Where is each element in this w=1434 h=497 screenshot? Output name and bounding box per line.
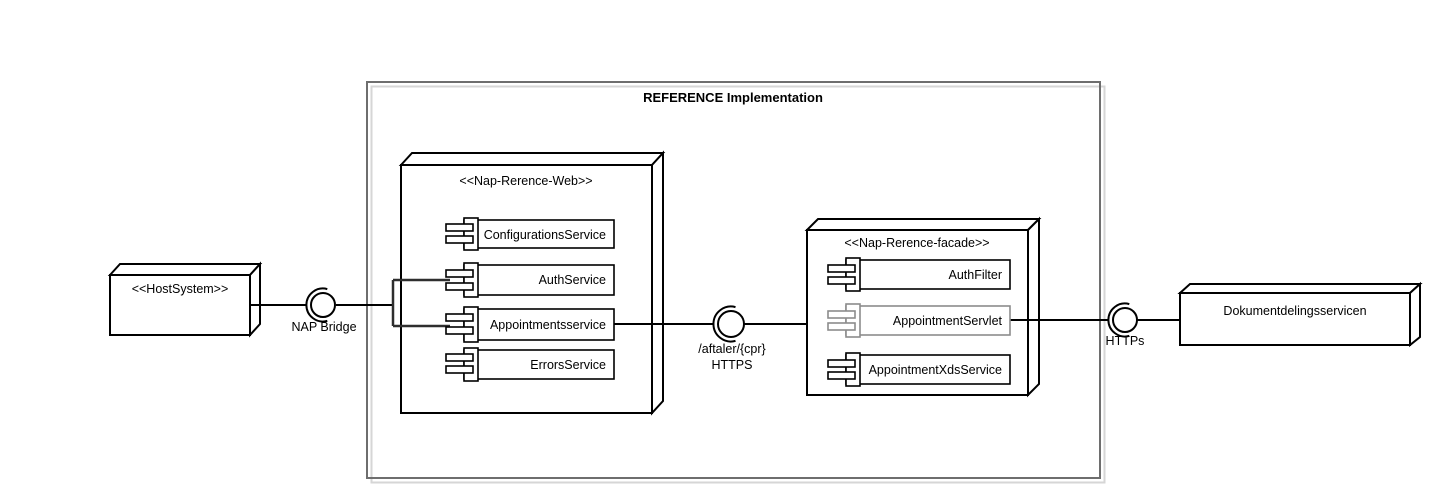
component-icon-tab	[445, 269, 474, 278]
connector-wires	[250, 278, 1180, 328]
component-icon-tab	[827, 276, 856, 285]
reference-frame-title: REFERENCE Implementation	[643, 90, 823, 105]
component-icon	[463, 217, 479, 251]
interface-nap-bridge-label: NAP Bridge	[291, 320, 356, 334]
socket-arc-icon	[1107, 302, 1130, 338]
component-icon-tab	[827, 310, 856, 319]
component-box	[845, 305, 1011, 336]
component-appointmentservlet: AppointmentServlet	[827, 303, 1011, 338]
node-side-face	[1027, 216, 1040, 398]
node-dokumentdelingsservicen: Dokumentdelingsservicen	[1177, 281, 1423, 348]
component-icon-tab	[445, 313, 474, 322]
ball-icon	[717, 310, 745, 338]
component-icon	[463, 306, 479, 343]
component-icon-tab	[445, 326, 474, 335]
node-front-face	[1179, 292, 1411, 346]
component-icon	[463, 262, 479, 298]
interface-https-label: HTTPs	[1106, 334, 1145, 348]
component-errorsservice: ErrorsService	[445, 347, 615, 382]
component-label: ConfigurationsService	[484, 228, 606, 242]
component-configurationsservice: ConfigurationsService	[445, 217, 615, 251]
ball-icon	[1112, 307, 1138, 333]
node-nap-rerence-web-label: <<Nap-Rerence-Web>>	[459, 174, 592, 188]
component-box	[463, 219, 615, 249]
reference-frame-dark-border	[366, 81, 1101, 479]
component-appointmentxdsservice: AppointmentXdsService	[827, 352, 1011, 387]
component-label: Appointmentsservice	[490, 318, 606, 332]
component-box	[845, 259, 1011, 290]
component-authservice: AuthService	[445, 262, 615, 298]
node-side-face	[651, 150, 664, 416]
component-icon-tab	[827, 371, 856, 380]
component-icon	[463, 347, 479, 382]
socket-arc-icon	[712, 305, 736, 343]
node-nap-rerence-facade-label: <<Nap-Rerence-facade>>	[844, 236, 989, 250]
component-icon-tab	[827, 359, 856, 368]
component-icon	[845, 303, 861, 338]
component-appointmentsservice: Appointmentsservice	[445, 306, 615, 343]
node-top-face	[804, 218, 1042, 231]
node-top-face	[398, 152, 666, 166]
node-hostsystem-label: <<HostSystem>>	[132, 282, 229, 296]
component-box	[463, 264, 615, 296]
node-top-face	[107, 263, 263, 276]
node-front-face	[109, 274, 251, 336]
node-side-face	[249, 261, 261, 338]
component-icon-tab	[445, 365, 474, 374]
component-box	[845, 354, 1011, 385]
component-label: AuthService	[539, 273, 606, 287]
ball-icon	[310, 292, 336, 318]
reference-frame-light-border	[370, 85, 1106, 484]
component-icon-tab	[445, 235, 474, 244]
component-icon	[845, 257, 861, 292]
node-side-face	[1409, 281, 1421, 348]
component-icon-tab	[445, 353, 474, 362]
interface-aftaler-label-line2: HTTPS	[712, 358, 753, 372]
interface-aftaler-cpr: /aftaler/{cpr} HTTPS	[698, 305, 766, 372]
component-authfilter: AuthFilter	[827, 257, 1011, 292]
component-label: AppointmentServlet	[893, 314, 1003, 328]
interface-https: HTTPs	[1106, 302, 1145, 348]
component-label: AuthFilter	[949, 268, 1003, 282]
interface-aftaler-label-line1: /aftaler/{cpr}	[698, 342, 765, 356]
component-icon-tab	[445, 223, 474, 232]
node-hostsystem: <<HostSystem>>	[107, 261, 263, 338]
socket-arc-icon	[305, 287, 328, 323]
component-box	[463, 349, 615, 380]
component-label: ErrorsService	[530, 358, 606, 372]
reference-frame: REFERENCE Implementation	[366, 81, 1106, 484]
node-dokumentdelingsservicen-label: Dokumentdelingsservicen	[1223, 304, 1366, 318]
interface-nap-bridge: NAP Bridge	[291, 287, 357, 334]
component-label: AppointmentXdsService	[869, 363, 1002, 377]
component-icon-tab	[445, 282, 474, 291]
node-top-face	[1177, 283, 1423, 294]
component-icon-tab	[827, 264, 856, 273]
component-icon	[845, 352, 861, 387]
component-icon-tab	[827, 322, 856, 331]
